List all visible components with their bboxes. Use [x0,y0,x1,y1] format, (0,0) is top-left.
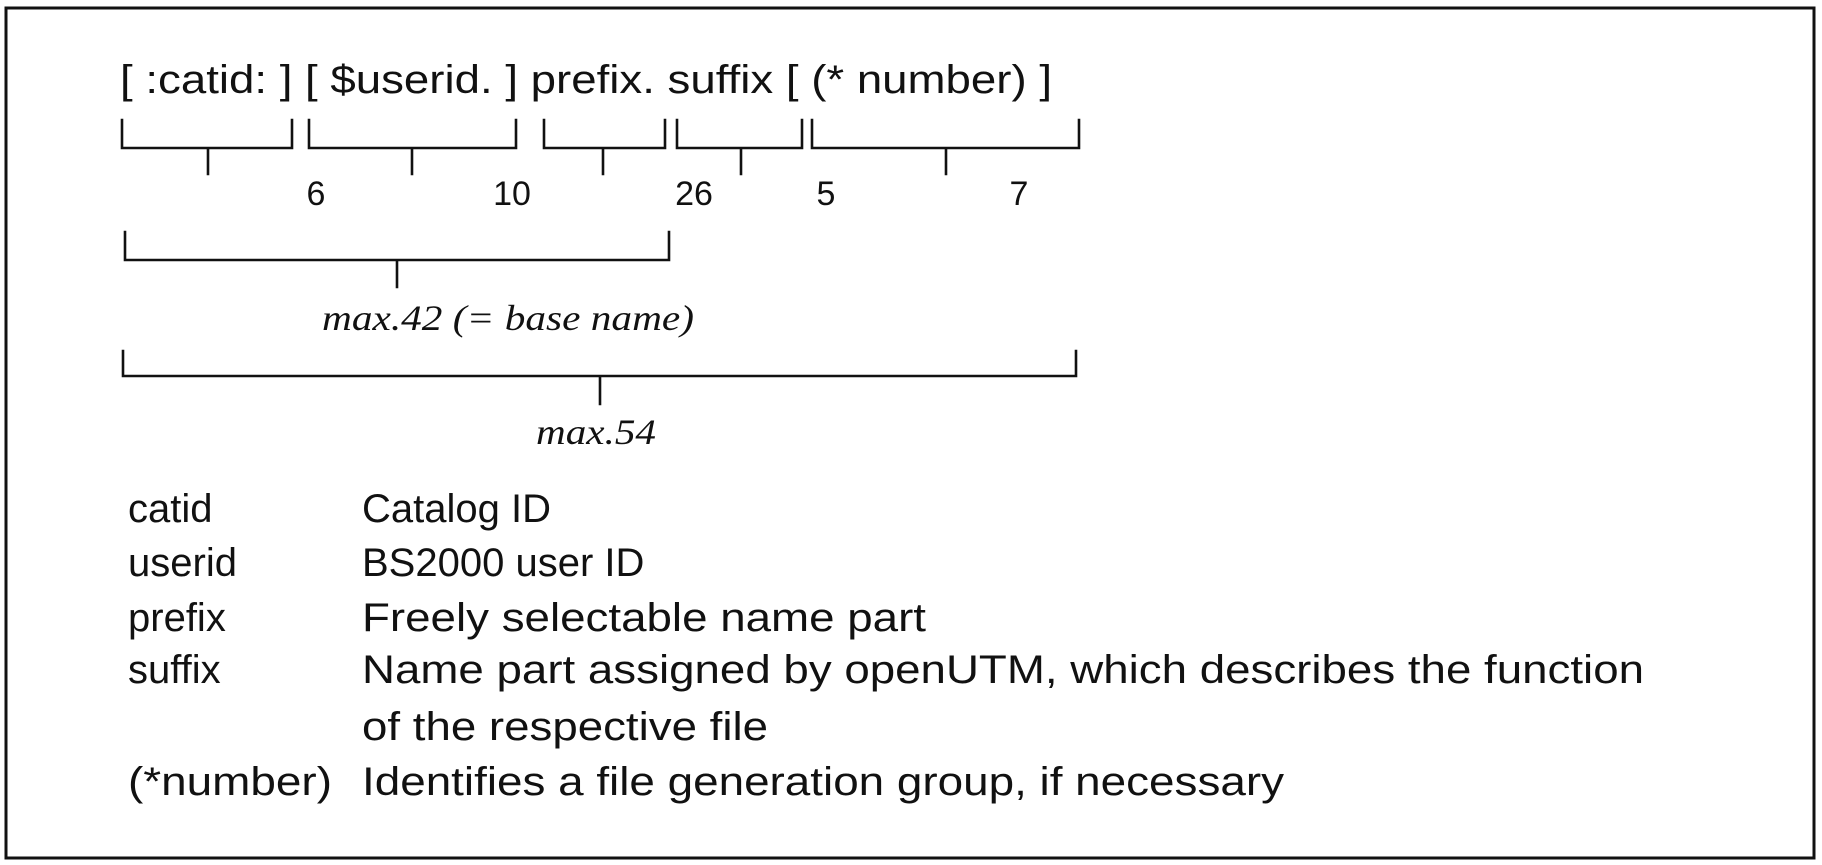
bracket-userid [307,118,518,176]
legend-description: Name part assigned by openUTM, which des… [362,648,1644,692]
bracket-number [810,118,1081,176]
legend-description: Identifies a file generation group, if n… [362,760,1284,804]
segment-brackets [120,118,1081,176]
segment-lengths: 6 10 26 5 7 [307,175,1029,213]
legend-term: catid [128,487,213,531]
legend-description: Catalog ID [362,487,551,531]
legend-term: suffix [128,648,221,692]
bracket-base-name [123,230,671,289]
bracket-suffix [675,118,804,176]
legend-description: Freely selectable name part [362,596,926,640]
length-label: 7 [1010,175,1029,213]
legend-term: prefix [128,596,226,640]
length-label: 26 [675,175,713,213]
base-name-label: max.42 (= base name) [322,298,694,338]
legend-term: userid [128,541,237,585]
legend-description: BS2000 user ID [362,541,644,585]
syntax-line: [ :catid: ] [ $userid. ] prefix. suffix … [120,58,1052,102]
legend-term: (*number) [128,760,332,804]
bracket-catid [120,118,294,176]
legend-description-continued: of the respective file [362,705,768,749]
legend: catid Catalog ID userid BS2000 user ID p… [128,487,1644,804]
bracket-prefix [542,118,667,176]
bracket-total [121,349,1078,406]
length-label: 5 [817,175,836,213]
length-label: 10 [493,175,531,213]
length-label: 6 [307,175,326,213]
total-label: max.54 [536,412,656,452]
diagram-border [4,6,1816,860]
